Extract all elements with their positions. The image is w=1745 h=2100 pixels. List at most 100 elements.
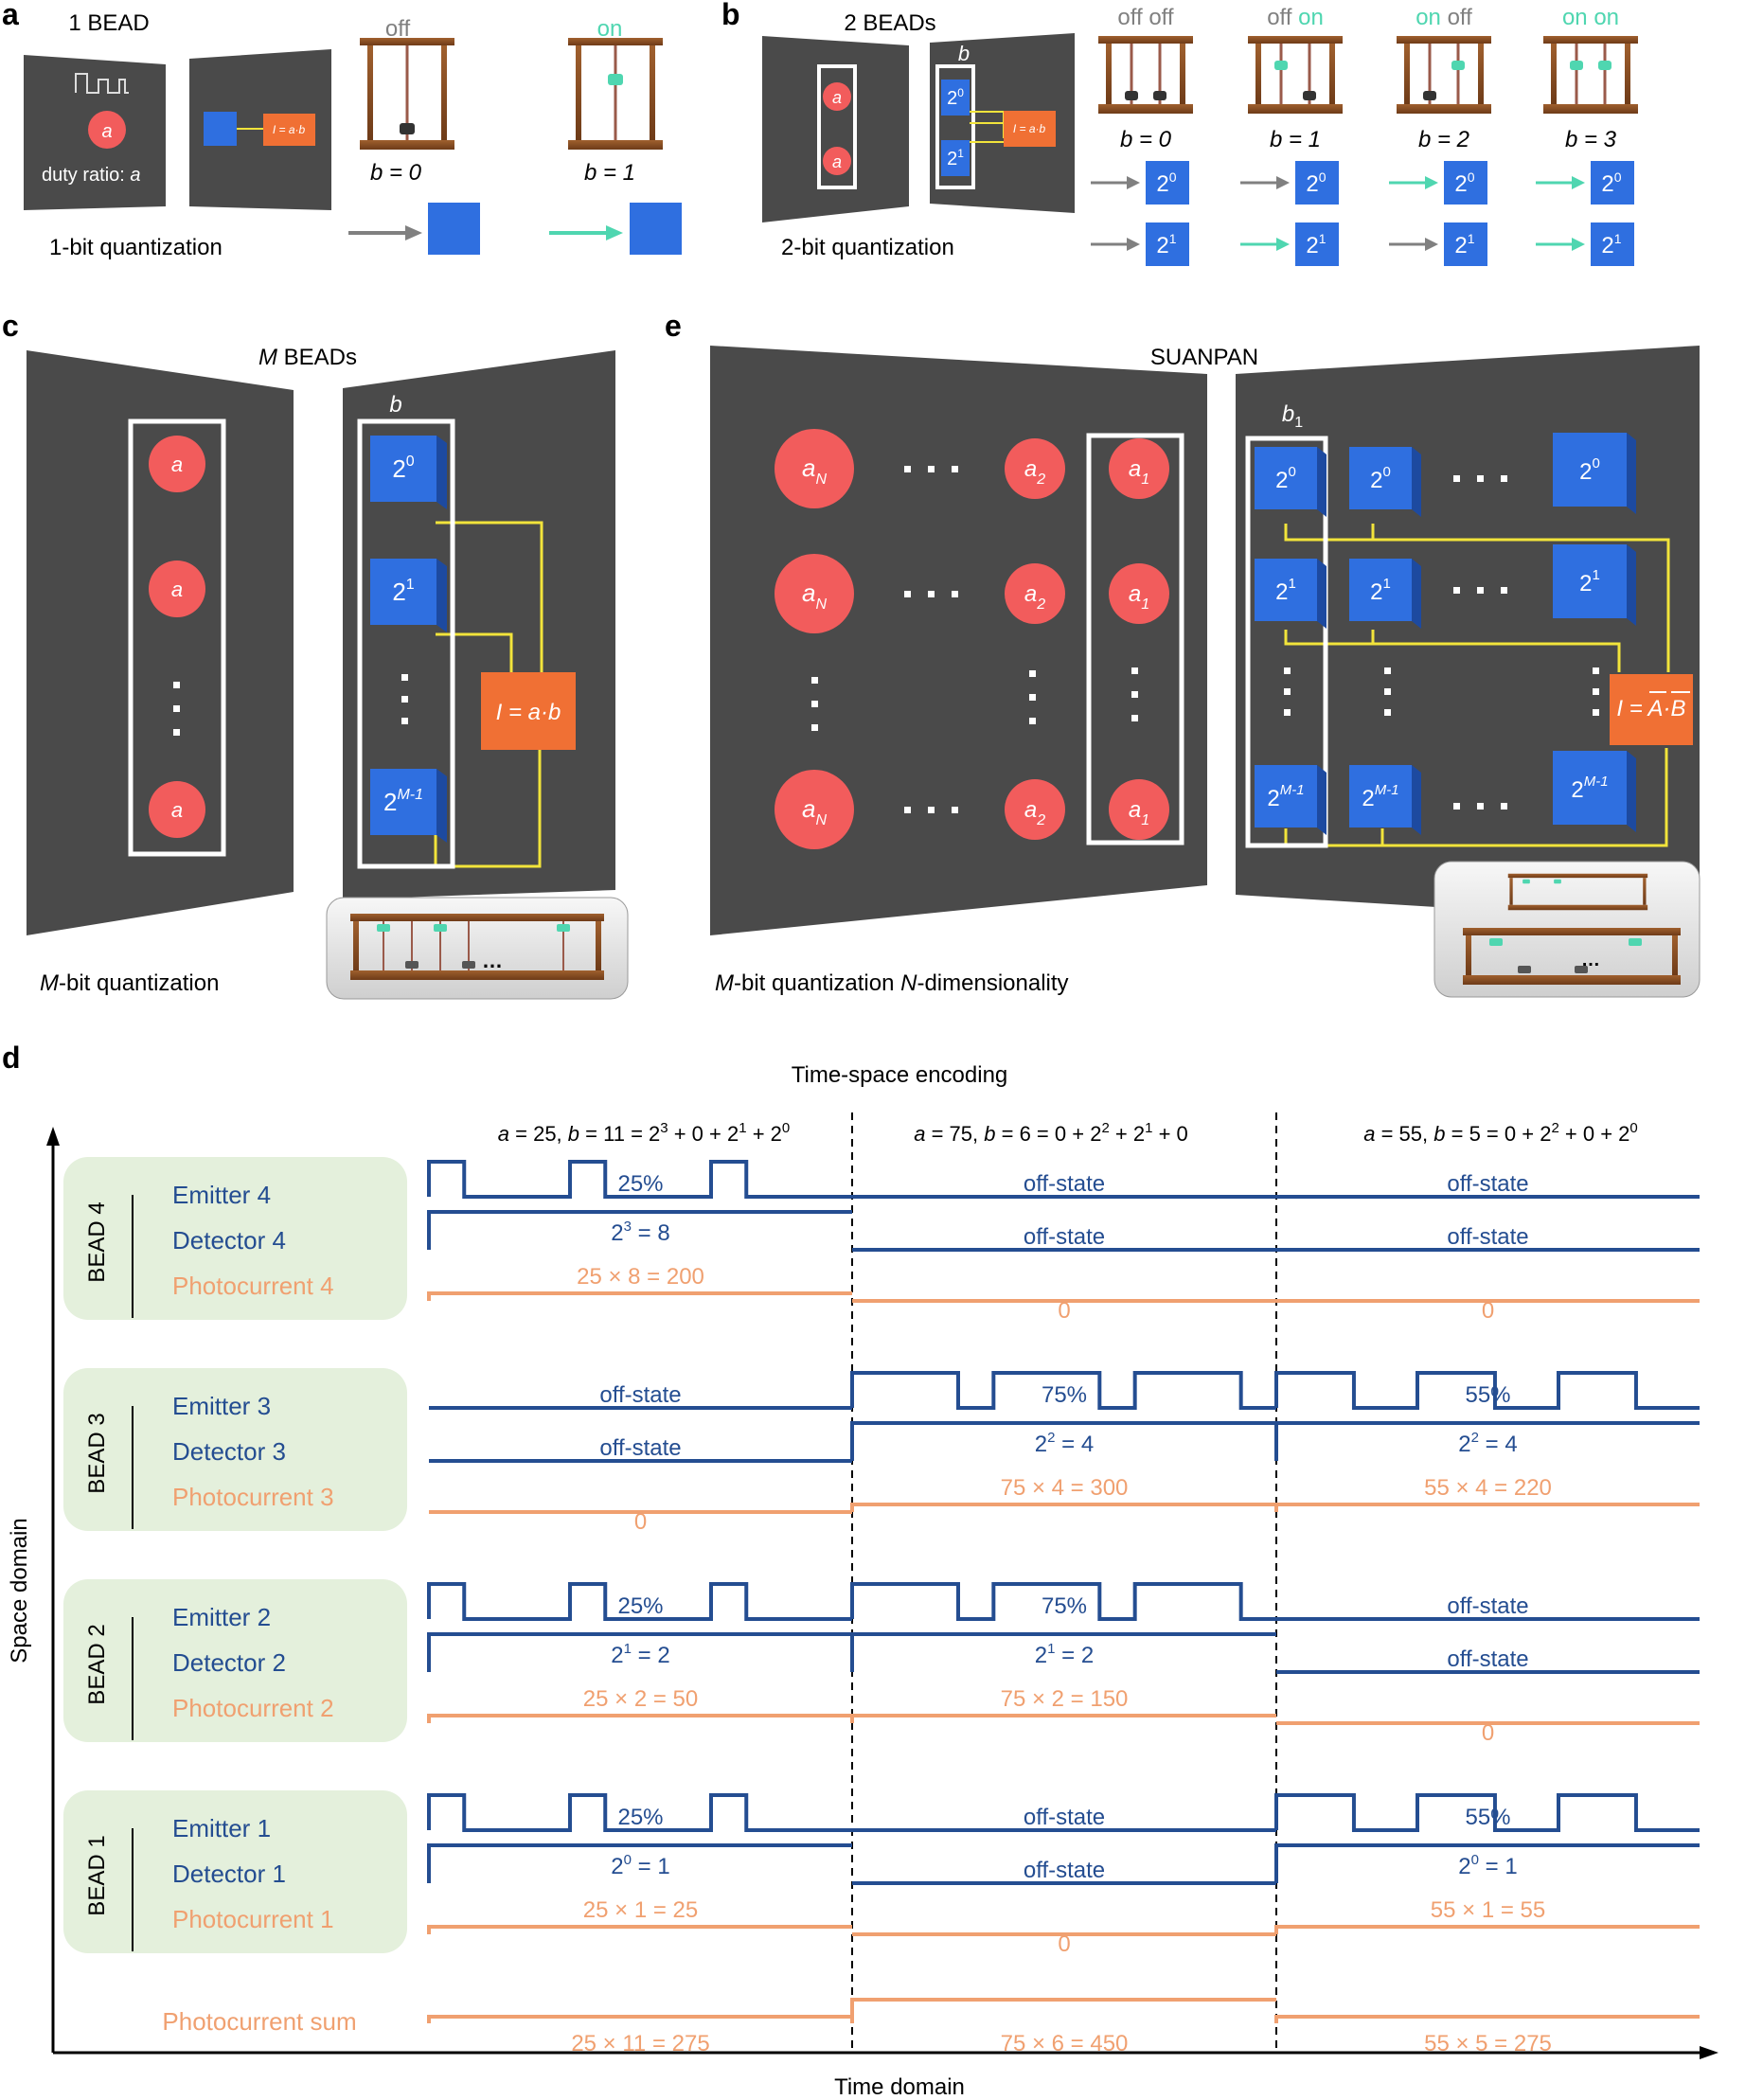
panel-e-block-label: 21 <box>1275 576 1296 605</box>
detector-signal-seg-0 <box>427 1632 852 1672</box>
panel-e-bead-label: a2 <box>1024 456 1045 488</box>
block-exp: 1 <box>1383 576 1391 592</box>
emitter-value-seg-1: off-state <box>1024 1805 1105 1830</box>
abacus-post <box>1106 44 1112 104</box>
ellipsis-dot <box>952 807 958 813</box>
state-block-1 <box>1591 222 1634 266</box>
panel-e-block-r0-c2 <box>1553 433 1627 507</box>
ellipsis-dot <box>1131 715 1138 721</box>
panel-b-caption: 2-bit quantization <box>781 235 954 260</box>
var-a: a <box>1363 1122 1375 1146</box>
bead-sub: 2 <box>1036 812 1045 828</box>
panel-e-bead-label: aN <box>802 794 827 828</box>
ellipsis-dot <box>1131 667 1138 674</box>
abacus-post <box>1404 44 1410 104</box>
bead-name: BEAD 4 <box>84 1201 110 1282</box>
emitter-signal-seg-1 <box>850 1582 1276 1621</box>
block-exp: 0 <box>1383 464 1391 480</box>
space-axis-arrow <box>46 1127 60 1146</box>
time-axis-arrow <box>1700 2046 1718 2059</box>
abacus-bead-bit1 <box>1125 91 1138 100</box>
var-a: a <box>498 1122 509 1146</box>
panel-e-block-label: 2M-1 <box>1571 774 1608 803</box>
state-block-0 <box>1591 161 1634 205</box>
ellipsis-dot <box>1477 587 1484 594</box>
ellipsis-dot <box>1453 803 1460 810</box>
eq-a: = 55, <box>1375 1122 1433 1146</box>
state-word-1: on <box>1416 5 1441 30</box>
ellipsis-dot <box>1284 709 1291 716</box>
state-gap <box>1143 5 1149 30</box>
emitter-signal-seg-0 <box>427 1582 852 1621</box>
panel-a-b0: b = 0 <box>370 160 422 186</box>
block-exp: 0 <box>1289 464 1296 480</box>
panel-e-block-label: 2M-1 <box>1267 782 1304 811</box>
block-exp: 1 <box>406 577 415 593</box>
panel-e-block-label: 20 <box>1275 464 1296 493</box>
ellipsis-dot <box>1501 803 1507 810</box>
emitter-value-seg-2: 55% <box>1465 1805 1510 1830</box>
abacus-top <box>1397 36 1491 44</box>
state-block-1 <box>1295 222 1339 266</box>
panel-a-caption: 1-bit quantization <box>49 235 223 260</box>
panel-b-b-label: b <box>958 42 970 65</box>
state-arrow-head <box>1276 238 1290 251</box>
photocurrent-value-seg-0: 25 × 1 = 25 <box>583 1897 698 1923</box>
photocurrent-value-seg-2: 0 <box>1482 1720 1494 1746</box>
panel-e-bead-label: aN <box>802 578 827 613</box>
panel-e-block-label: 21 <box>1370 576 1391 605</box>
ellipsis-dot <box>1029 694 1036 701</box>
emitter-value-seg-1: 75% <box>1042 1593 1087 1619</box>
detector-signal-seg-0 <box>427 1843 852 1883</box>
detector-tail: = 4 <box>1056 1432 1095 1457</box>
emitter-value-seg-1: 75% <box>1042 1382 1087 1408</box>
panel-e-title: SUANPAN <box>1150 345 1258 370</box>
abacus-post <box>1625 44 1630 104</box>
emitter-label: Emitter 2 <box>172 1603 271 1631</box>
panel-e-bead-r0-c0 <box>775 429 854 508</box>
abacus-base <box>1098 104 1193 114</box>
emitter-value-seg-0: 25% <box>617 1593 663 1619</box>
bead-base: a <box>802 578 815 607</box>
ellipsis-dot <box>952 466 958 472</box>
state-block-0-label: 20 <box>1454 169 1474 197</box>
panel-c-caption: M-bit quantization <box>40 970 219 996</box>
abacus-off <box>360 38 454 150</box>
ellipsis-dot <box>1384 667 1391 674</box>
detector-base: off-state <box>1024 1224 1105 1250</box>
panel-a-bead <box>88 111 126 149</box>
abacus-post <box>1478 44 1484 104</box>
panel-b-letter: b <box>721 0 740 31</box>
photocurrent-label: Photocurrent 1 <box>172 1905 334 1933</box>
bead-label-box <box>63 1790 407 1953</box>
detector-value-seg-2: off-state <box>1447 1646 1528 1672</box>
panel-e-block-r2-c0 <box>1255 765 1317 828</box>
panel-b-block-0-label: 20 <box>947 86 964 109</box>
panel-a-b1: b = 1 <box>584 160 635 186</box>
eq-a: = 75, <box>925 1122 984 1146</box>
detector-signal-seg-1 <box>850 1632 1276 1672</box>
panel-e-bead-r0-c2 <box>1109 438 1169 499</box>
panel-c-block-1-label: 21 <box>392 577 414 606</box>
emitter-signal-seg-0 <box>427 1793 852 1832</box>
block-base: 2 <box>1306 171 1318 197</box>
block-side <box>1412 447 1421 517</box>
panel-e-block-r2-c2 <box>1553 751 1627 825</box>
state-word-2: on <box>1594 5 1619 30</box>
panel-c-block-2 <box>370 769 436 835</box>
block-exp: M-1 <box>1584 774 1609 790</box>
sum-value-seg-0: 25 × 11 = 275 <box>571 2031 709 2056</box>
arrow-off-head <box>405 225 422 240</box>
panel-a-formula: I = a·b <box>273 123 306 136</box>
panel-e-calc <box>1610 674 1693 745</box>
segment-header-2: a = 55, b = 5 = 0 + 22 + 0 + 20 <box>1363 1120 1638 1146</box>
panel-c-abacus-dots: … <box>482 949 503 972</box>
block-side <box>1412 559 1421 629</box>
ellipsis-dot <box>1029 718 1036 724</box>
block-base: 2 <box>1362 786 1374 811</box>
state-word-2: on <box>1298 5 1324 30</box>
panel-e-b-label: b1 <box>1282 401 1303 431</box>
block-base: 2 <box>1156 233 1168 258</box>
panel-c-abacus-icon <box>350 914 604 980</box>
panel-e-block-r1-c2 <box>1553 544 1627 618</box>
